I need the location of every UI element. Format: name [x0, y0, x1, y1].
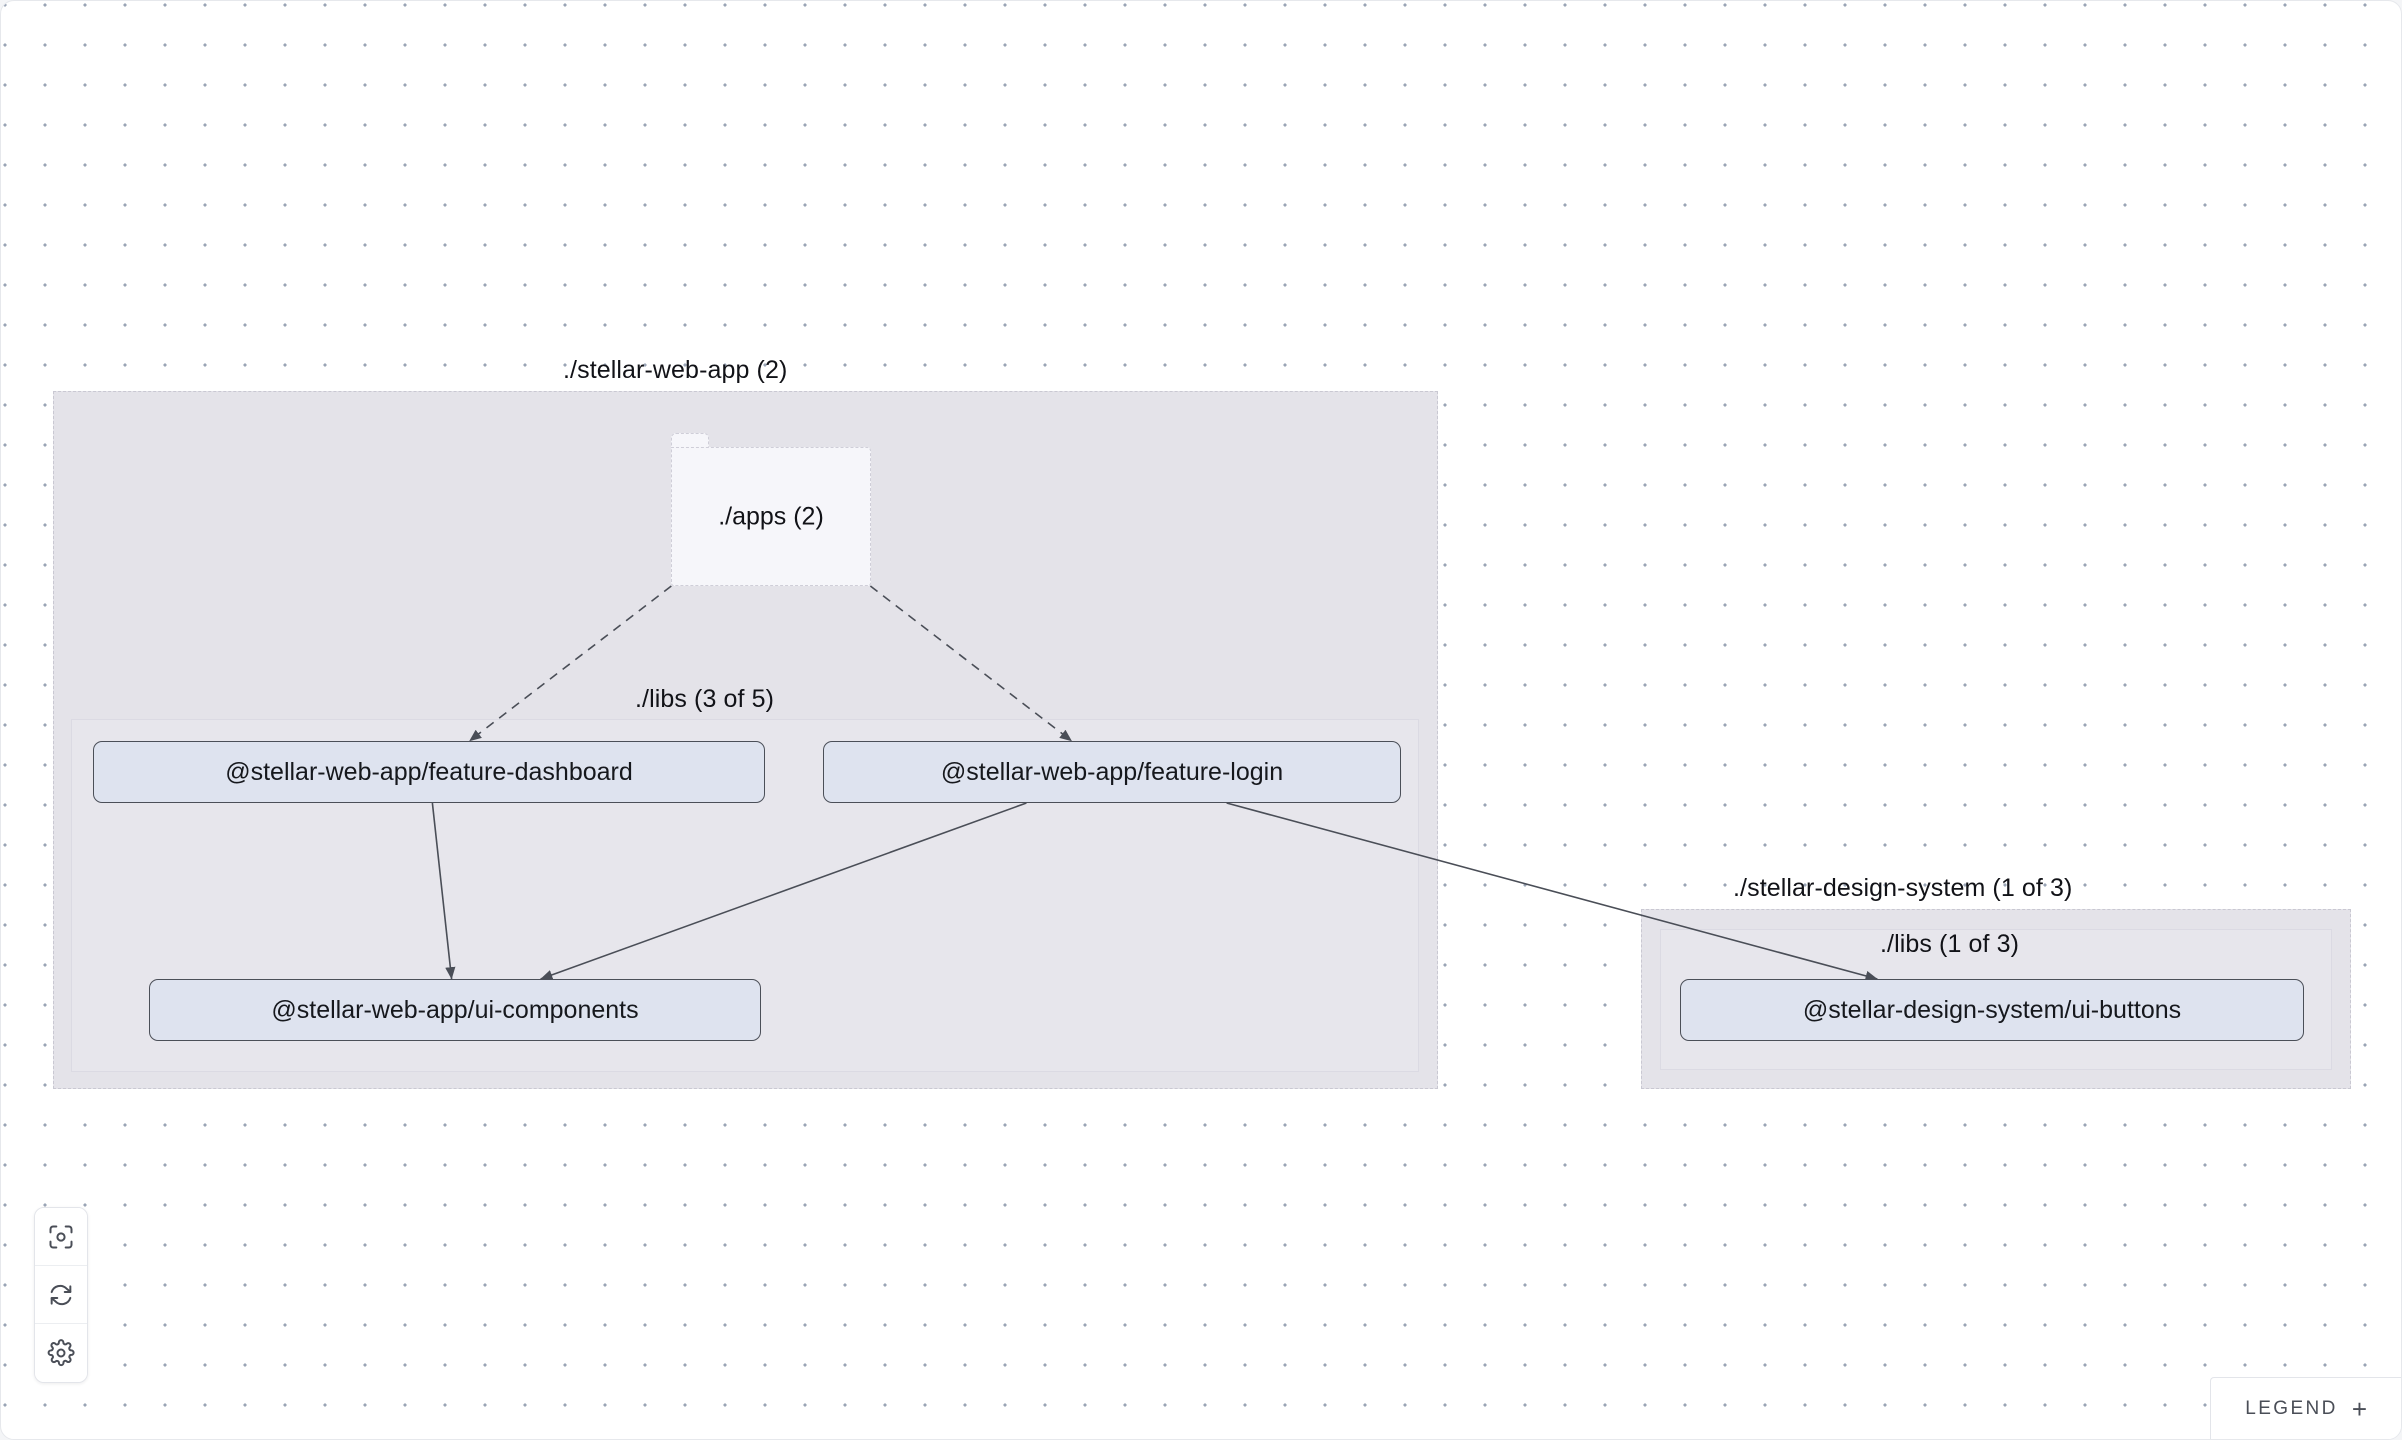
node-ui-components[interactable]: @stellar-web-app/ui-components: [149, 979, 761, 1041]
refresh-graph-button[interactable]: [35, 1266, 87, 1324]
node-label: @stellar-design-system/ui-buttons: [1802, 995, 2182, 1024]
group-label-stellar-design-system-libs: ./libs (1 of 3): [1880, 930, 2020, 958]
group-label-stellar-web-app: ./stellar-web-app (2): [563, 356, 788, 384]
folder-label-apps: ./apps (2): [718, 502, 824, 530]
node-label: @stellar-web-app/feature-dashboard: [225, 757, 633, 786]
node-feature-login[interactable]: @stellar-web-app/feature-login: [823, 741, 1401, 803]
group-label-stellar-design-system: ./stellar-design-system (1 of 3): [1733, 874, 2073, 902]
folder-apps[interactable]: ./apps (2): [671, 433, 871, 586]
graph-settings-button[interactable]: [35, 1324, 87, 1382]
node-label: @stellar-web-app/ui-components: [271, 995, 639, 1024]
focus-graph-button[interactable]: [35, 1208, 87, 1266]
group-label-stellar-web-app-libs: ./libs (3 of 5): [635, 685, 775, 713]
legend-label: LEGEND: [2245, 1397, 2338, 1419]
legend-toggle[interactable]: LEGEND +: [2210, 1377, 2401, 1439]
focus-target-icon: [47, 1223, 75, 1251]
plus-icon: +: [2351, 1393, 2367, 1424]
gear-icon: [47, 1339, 75, 1367]
node-label: @stellar-web-app/feature-login: [940, 757, 1284, 786]
node-ui-buttons[interactable]: @stellar-design-system/ui-buttons: [1680, 979, 2304, 1041]
folder-body: ./apps (2): [671, 447, 871, 586]
canvas-tool-rail[interactable]: [34, 1207, 88, 1383]
refresh-icon: [47, 1281, 75, 1309]
node-feature-dashboard[interactable]: @stellar-web-app/feature-dashboard: [93, 741, 765, 803]
folder-tab-icon: [671, 433, 709, 449]
